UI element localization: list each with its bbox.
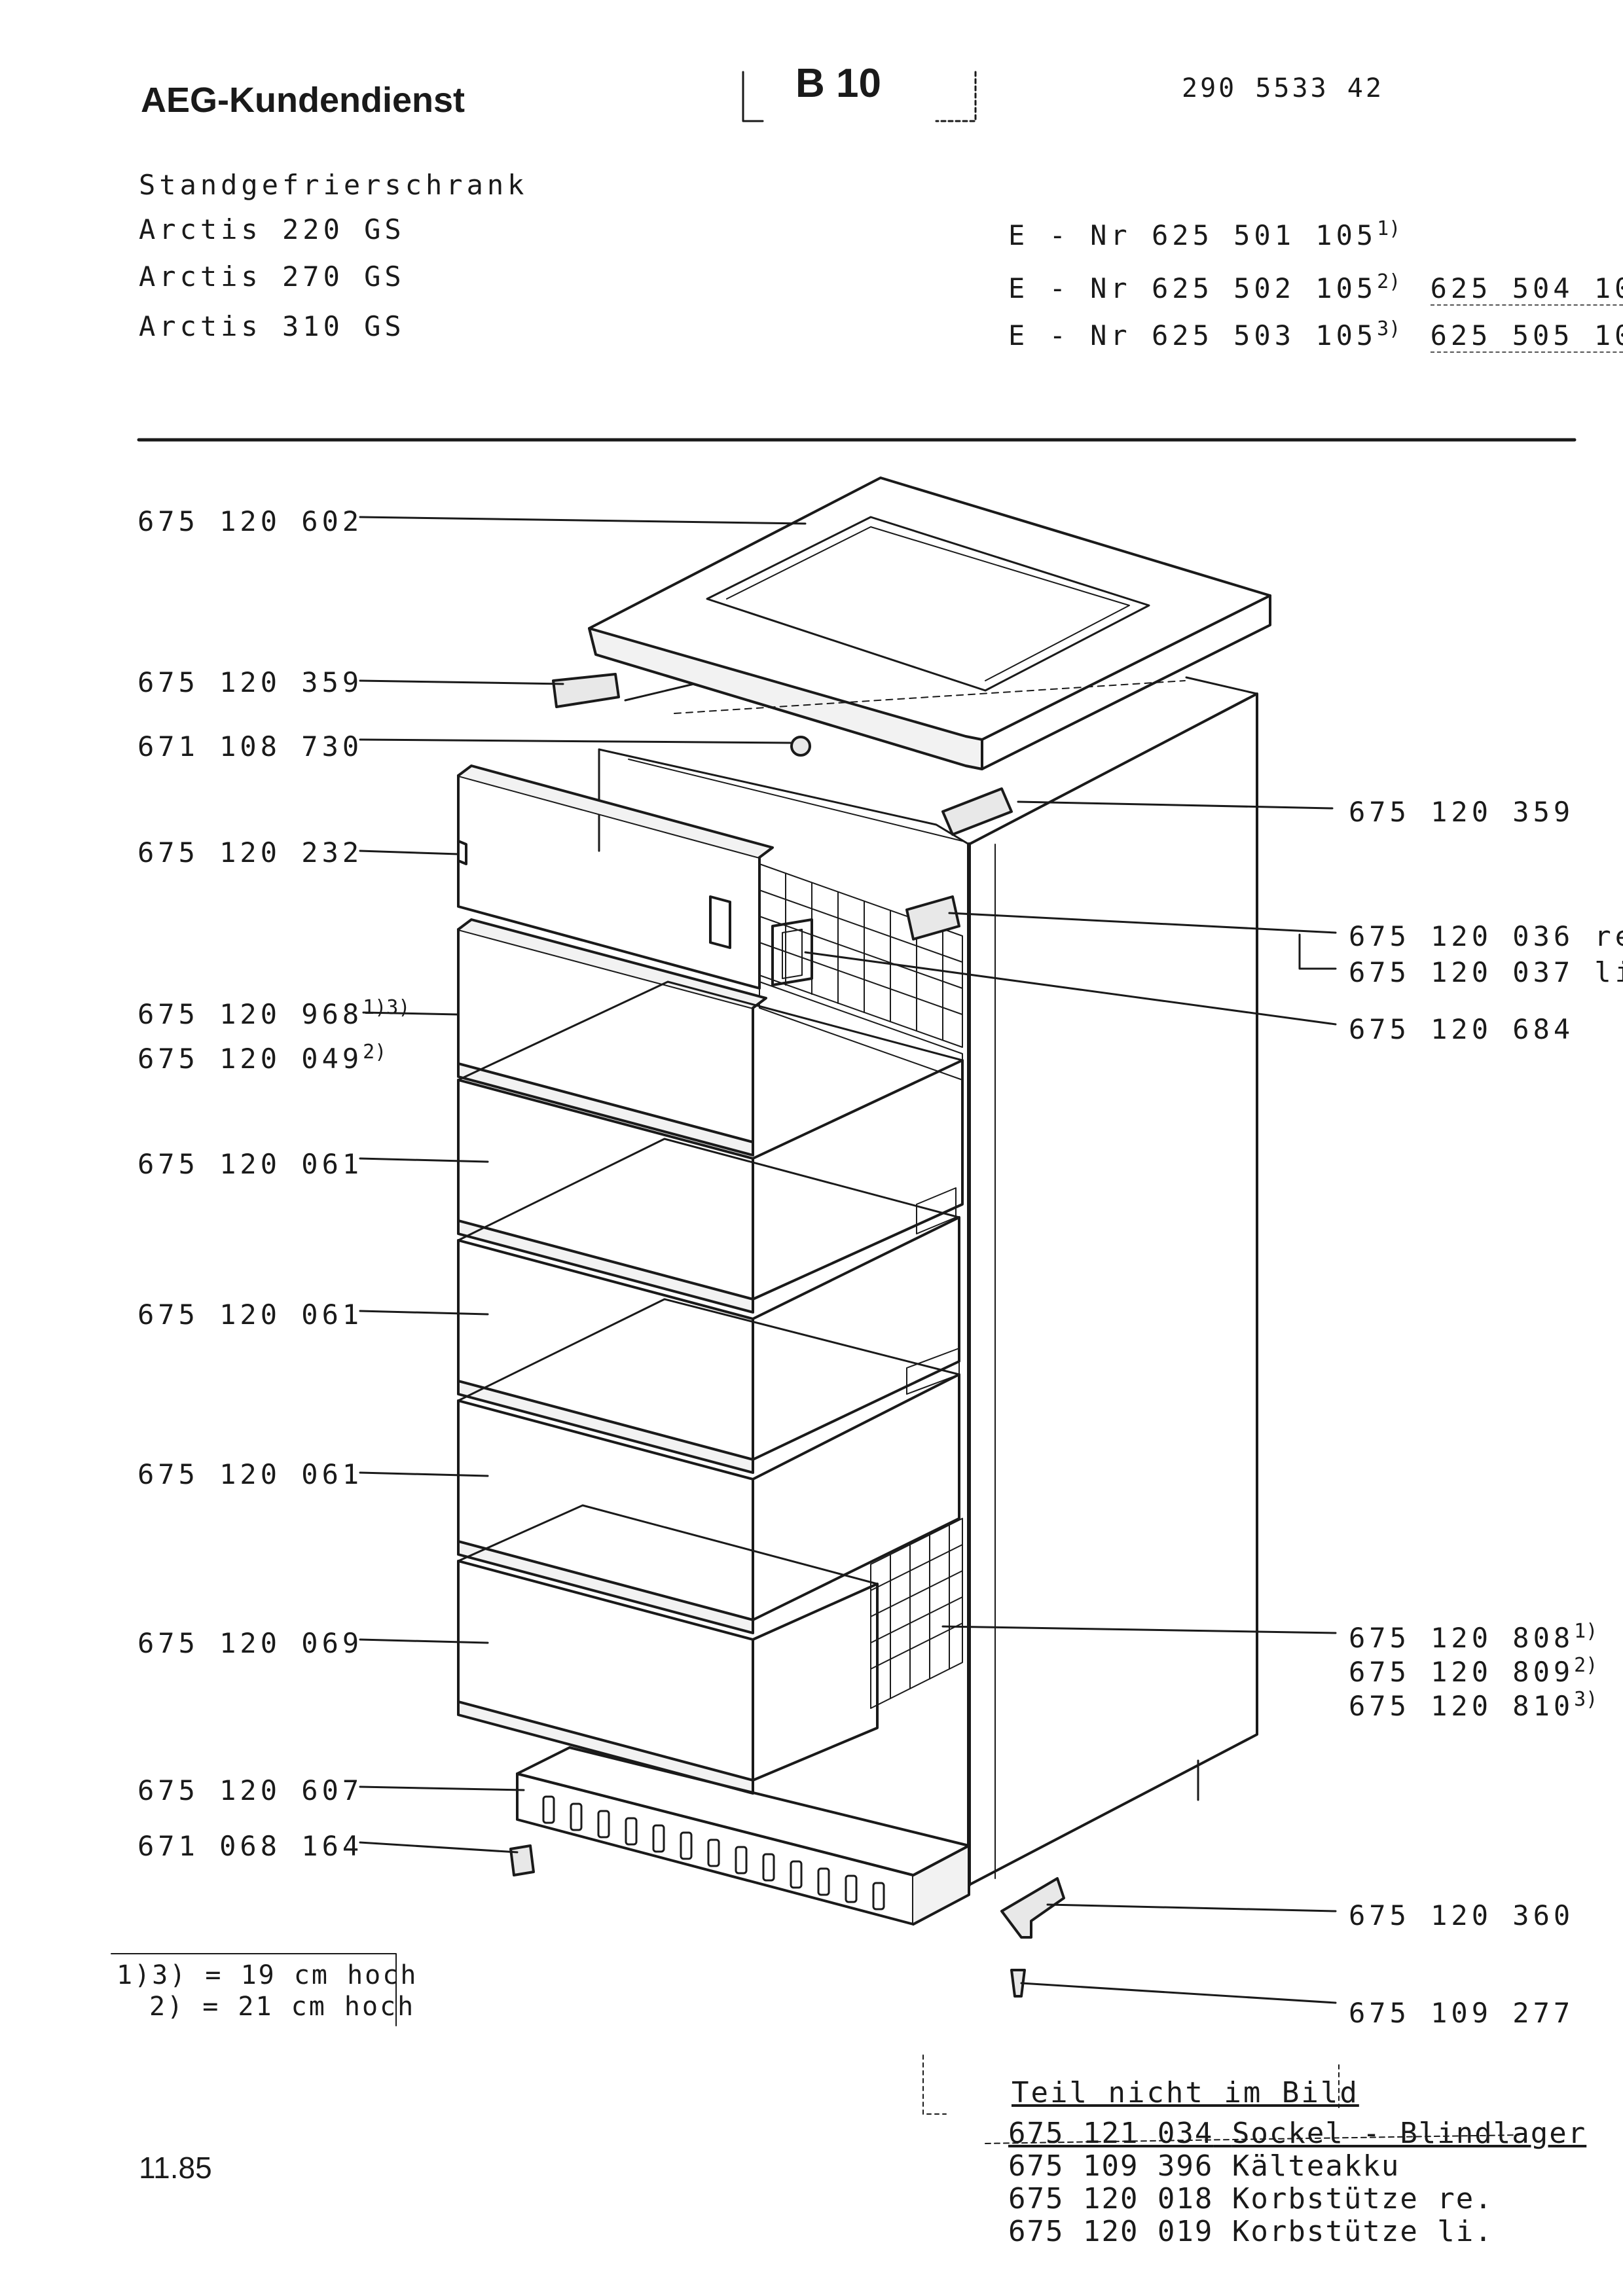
part-label-evaporator-2: 675 120 8092) xyxy=(1349,1656,1597,1686)
leader-lines xyxy=(359,516,1337,2004)
part-label-evaporator-3: 675 120 8103) xyxy=(1349,1690,1597,1720)
enumber-alternative: 625 504 106 xyxy=(1430,272,1623,306)
sheet-code: B 10 xyxy=(795,61,881,106)
footnote-mark: 3) xyxy=(1377,317,1401,340)
header-frame-marks xyxy=(742,71,977,122)
list-item: 675 121 034 Sockel - Blindlager xyxy=(1008,2117,1586,2150)
drawers xyxy=(457,918,964,1795)
cabinet-body xyxy=(598,676,1258,1887)
part-number: 675 120 968 xyxy=(137,998,363,1030)
company-name: AEG-Kundendienst xyxy=(141,81,465,120)
hinges-and-brackets xyxy=(509,673,1065,1998)
not-shown-title: Teil nicht im Bild xyxy=(1012,2076,1359,2109)
part-number: 675 120 018 xyxy=(1008,2182,1214,2215)
part-label-latch-left: 675 120 037 li xyxy=(1349,956,1623,988)
footnote-mark: 1) xyxy=(1574,1620,1598,1643)
not-shown-rule xyxy=(985,2134,1520,2144)
document-date: 11.85 xyxy=(139,2151,212,2185)
part-label-foot-right: 675 109 277 xyxy=(1349,1997,1575,2029)
part-number: 675 120 049 xyxy=(137,1043,363,1075)
footnote-mark: 2) xyxy=(363,1041,387,1064)
part-number: 675 109 396 xyxy=(1008,2149,1214,2183)
drawer xyxy=(457,1504,879,1795)
drawer xyxy=(457,980,964,1314)
interior-shelf-grids xyxy=(759,863,963,1709)
model-270: Arctis 270 GS xyxy=(139,260,405,293)
part-label-top-flap: 675 120 232 xyxy=(137,836,363,869)
list-item: 675 120 019 Korbstütze li. xyxy=(1008,2215,1586,2248)
drawer xyxy=(457,918,767,1157)
part-label-drawer-1-alt: 675 120 0492) xyxy=(137,1043,386,1073)
drawer xyxy=(457,1298,960,1634)
part-number: 675 120 808 xyxy=(1349,1622,1575,1654)
enumber-row: E - Nr 625 501 1051) xyxy=(1008,219,1400,249)
part-label-insert: 675 120 684 xyxy=(1349,1013,1575,1045)
not-shown-frame xyxy=(922,2054,1340,2115)
enumber-value: E - Nr 625 501 105 xyxy=(1008,219,1377,251)
part-label-hinge-top-left: 675 120 359 xyxy=(137,666,363,698)
part-label-drawer-3: 675 120 061 xyxy=(137,1299,363,1331)
part-label-bracket: 675 120 360 xyxy=(1349,1899,1575,1931)
part-label-foot-left: 671 068 164 xyxy=(137,1830,363,1862)
part-label-drawer-bottom: 675 120 069 xyxy=(137,1627,363,1659)
part-label-drawer-2: 675 120 061 xyxy=(137,1148,363,1180)
list-item: 675 109 396 Kälteakku xyxy=(1008,2150,1586,2183)
legend-line: 1)3) = 19 cm hoch xyxy=(117,1960,418,1990)
enumber-alternative: 625 505 106 xyxy=(1430,319,1623,353)
drawer xyxy=(457,1138,960,1474)
footnote-mark: 1) xyxy=(1377,217,1401,240)
part-number: 675 120 019 xyxy=(1008,2215,1214,2248)
enumber-row: E - Nr 625 502 1052) 625 504 1062) xyxy=(1008,270,1623,306)
footnote-mark: 3) xyxy=(1574,1688,1598,1711)
part-label-evaporator-1: 675 120 8081) xyxy=(1349,1622,1597,1652)
part-number: 675 120 810 xyxy=(1349,1690,1575,1722)
top-flap xyxy=(457,764,774,990)
part-description: Korbstütze li. xyxy=(1231,2215,1493,2248)
part-number: 675 121 034 xyxy=(1008,2117,1214,2150)
part-label-base: 675 120 607 xyxy=(137,1774,363,1806)
top-cover xyxy=(588,476,1271,770)
footnote-mark: 1)3) xyxy=(363,996,410,1019)
part-description: Kälteakku xyxy=(1231,2149,1400,2183)
enumber-value: E - Nr 625 503 105 xyxy=(1008,319,1377,351)
product-category: Standgefrierschrank xyxy=(139,169,528,201)
part-description: Sockel - Blindlager xyxy=(1231,2117,1587,2150)
part-label-knob: 671 108 730 xyxy=(137,730,363,762)
enumber-row: E - Nr 625 503 1053) 625 505 1063) xyxy=(1008,317,1623,353)
footnote-mark: 2) xyxy=(1574,1654,1598,1677)
model-310: Arctis 310 GS xyxy=(139,310,405,342)
part-label-top-cover: 675 120 602 xyxy=(137,505,363,537)
enumber-value: E - Nr 625 502 105 xyxy=(1008,272,1377,304)
document-number: 290 5533 42 xyxy=(1182,73,1384,103)
base-plinth xyxy=(516,1746,970,1926)
not-shown-list: 675 121 034 Sockel - Blindlager 675 109 … xyxy=(1008,2117,1586,2248)
legend-line: 2) = 21 cm hoch xyxy=(149,1992,416,2022)
part-number: 675 120 809 xyxy=(1349,1656,1575,1688)
list-item: 675 120 018 Korbstütze re. xyxy=(1008,2183,1586,2215)
footnote-mark: 2) xyxy=(1377,270,1401,293)
part-label-latch-right: 675 120 036 re xyxy=(1349,920,1623,952)
part-label-drawer-1: 675 120 9681)3) xyxy=(137,998,410,1028)
part-description: Korbstütze re. xyxy=(1231,2182,1493,2215)
model-220: Arctis 220 GS xyxy=(139,213,405,245)
legend-frame xyxy=(111,1953,397,2026)
part-label-drawer-4: 675 120 061 xyxy=(137,1458,363,1490)
part-label-hinge-top-right: 675 120 359 xyxy=(1349,796,1575,828)
